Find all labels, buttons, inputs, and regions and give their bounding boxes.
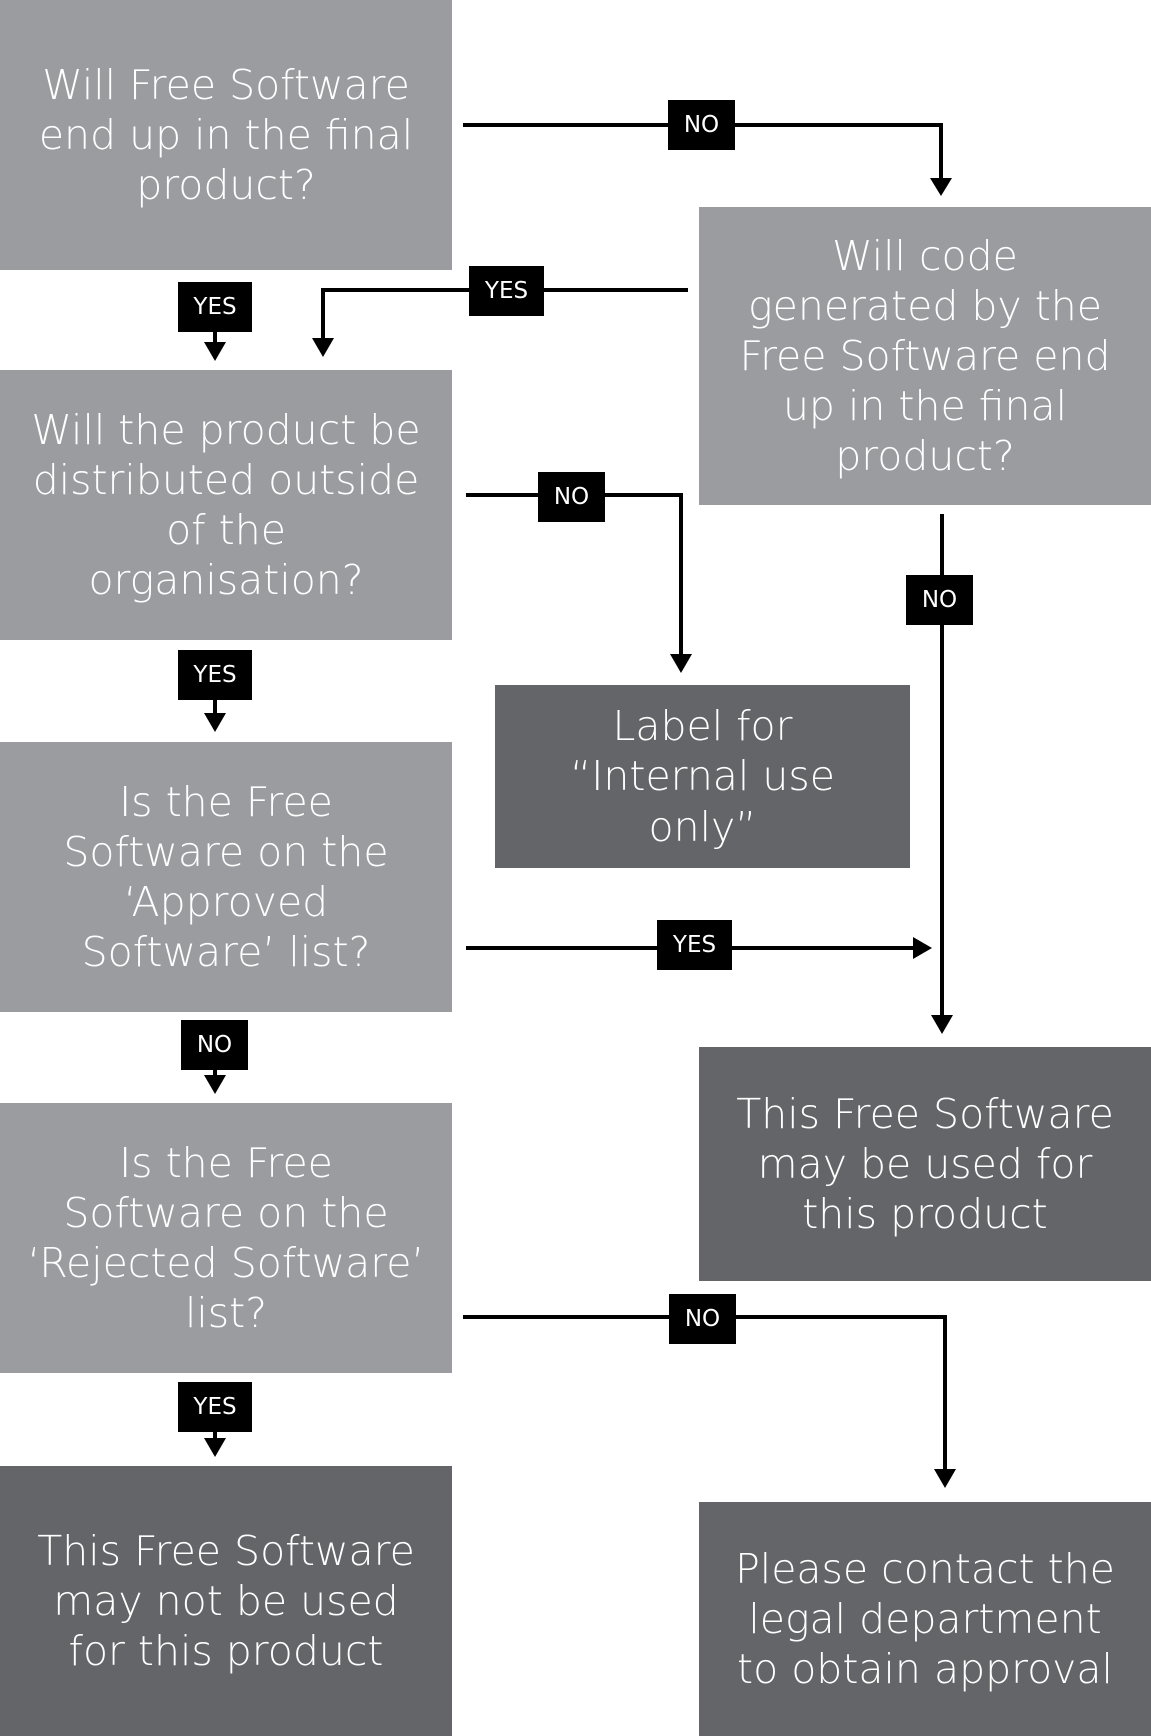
- question-final-product: Will Free Software end up in the final p…: [0, 0, 452, 270]
- arrowhead-q4-yes: [913, 937, 932, 959]
- question-distributed: Will the product be distributed outside …: [0, 370, 452, 640]
- result-may-be-used: This Free Software may be used for this …: [699, 1047, 1151, 1281]
- arrow-q1-no: [463, 123, 943, 180]
- arrowhead-q2-no: [931, 1015, 953, 1034]
- arrow-q5-no: [463, 1315, 947, 1471]
- result-internal-use: Label for “Internal use only”: [495, 685, 910, 868]
- label-q3-yes: YES: [178, 650, 252, 700]
- arrowhead-q1-no: [930, 178, 952, 196]
- label-q1-no: NO: [668, 100, 735, 150]
- arrowhead-q3-no: [670, 654, 692, 673]
- result-contact-legal: Please contact the legal department to o…: [699, 1502, 1151, 1736]
- label-q4-yes: YES: [657, 920, 732, 970]
- label-q4-no: NO: [181, 1020, 248, 1070]
- label-q5-yes: YES: [178, 1382, 252, 1432]
- arrowhead-q3-yes: [204, 713, 226, 732]
- arrowhead-q5-yes: [204, 1438, 226, 1457]
- label-q3-no: NO: [538, 472, 605, 522]
- result-may-not-be-used: This Free Software may not be used for t…: [0, 1466, 452, 1736]
- arrowhead-q2-yes: [312, 338, 334, 357]
- question-approved-list: Is the Free Software on the ‘Approved So…: [0, 742, 452, 1012]
- label-q2-yes: YES: [469, 266, 544, 316]
- arrowhead-q1-yes: [204, 342, 226, 361]
- arrow-q2-yes: [321, 288, 688, 340]
- label-q5-no: NO: [669, 1294, 736, 1344]
- question-rejected-list: Is the Free Software on the ‘Rejected So…: [0, 1103, 452, 1373]
- label-q2-no: NO: [906, 575, 973, 625]
- arrowhead-q4-no: [204, 1075, 226, 1094]
- label-q1-yes: YES: [178, 282, 252, 332]
- arrowhead-q5-no: [934, 1469, 956, 1488]
- arrow-q3-no: [466, 493, 683, 656]
- question-generated-code: Will code generated by the Free Software…: [699, 207, 1151, 505]
